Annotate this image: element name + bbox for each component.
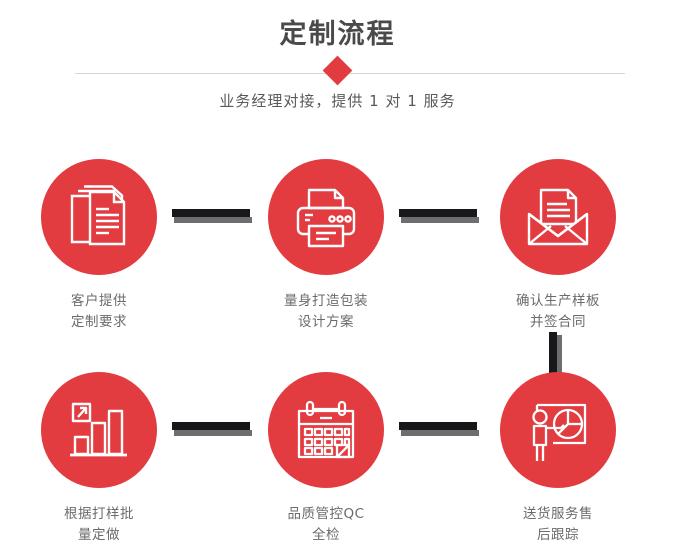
step-1-label: 客户提供 定制要求 bbox=[71, 293, 127, 330]
connector-shadow bbox=[174, 430, 252, 436]
printer-icon bbox=[296, 188, 356, 248]
connector-bar bbox=[549, 332, 557, 378]
connector-bar bbox=[399, 422, 477, 430]
process-step-2: 量身打造包装 设计方案 bbox=[246, 159, 406, 333]
connector-step4-step5 bbox=[172, 422, 252, 436]
connector-step3-step4 bbox=[549, 332, 562, 381]
step-3-label: 确认生产样板 并签合同 bbox=[516, 293, 600, 330]
header-divider-line bbox=[75, 73, 625, 74]
presenter-pie-chart-icon bbox=[532, 403, 587, 461]
connector-bar bbox=[399, 209, 477, 217]
step-5-label: 品质管控QC 全检 bbox=[287, 506, 365, 543]
step-6-icon-circle bbox=[500, 372, 616, 488]
connector-step1-step2 bbox=[172, 209, 252, 223]
connector-bar bbox=[172, 209, 250, 217]
process-step-5: 品质管控QC 全检 bbox=[246, 372, 406, 546]
documents-stack-icon bbox=[70, 185, 126, 246]
process-step-3: 确认生产样板 并签合同 bbox=[478, 159, 638, 333]
step-4-label: 根据打样批 量定做 bbox=[64, 506, 134, 543]
connector-step2-step3 bbox=[399, 209, 479, 223]
page-title: 定制流程 bbox=[279, 19, 396, 50]
bar-chart-growth-icon bbox=[70, 402, 127, 457]
step-2-icon-circle bbox=[268, 159, 384, 275]
calendar-check-icon bbox=[297, 400, 355, 459]
step-2-label: 量身打造包装 设计方案 bbox=[284, 293, 368, 330]
step-3-icon-circle bbox=[500, 159, 616, 275]
page-subtitle: 业务经理对接，提供 1 对 1 服务 bbox=[219, 92, 456, 110]
envelope-letter-icon bbox=[527, 188, 589, 246]
step-1-icon-circle bbox=[41, 159, 157, 275]
connector-shadow bbox=[174, 217, 252, 223]
connector-step5-step6 bbox=[399, 422, 479, 436]
diamond-icon bbox=[322, 55, 353, 86]
step-4-icon-circle bbox=[41, 372, 157, 488]
connector-shadow bbox=[401, 430, 479, 436]
step-5-icon-circle bbox=[268, 372, 384, 488]
connector-shadow bbox=[401, 217, 479, 223]
connector-bar bbox=[172, 422, 250, 430]
process-step-6: 送货服务售 后跟踪 bbox=[478, 372, 638, 546]
process-step-1: 客户提供 定制要求 bbox=[19, 159, 179, 333]
process-step-4: 根据打样批 量定做 bbox=[19, 372, 179, 546]
step-6-label: 送货服务售 后跟踪 bbox=[523, 506, 593, 543]
connector-shadow bbox=[557, 335, 562, 381]
